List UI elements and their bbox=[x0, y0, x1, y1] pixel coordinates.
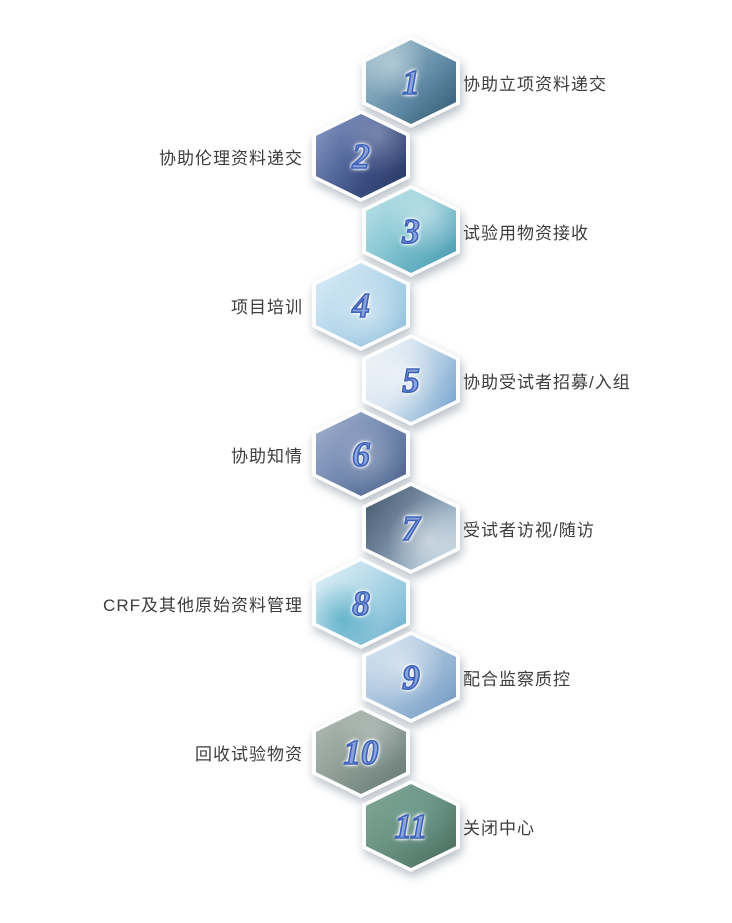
step-label: 受试者访视/随访 bbox=[463, 520, 595, 540]
step-hexagon: 6 bbox=[312, 408, 410, 500]
step-number: 6 bbox=[351, 434, 370, 474]
step-label-banner: 协助立项资料递交 bbox=[450, 62, 641, 102]
step-label-banner: 关闭中心 bbox=[450, 806, 569, 846]
step-label-banner: 配合监察质控 bbox=[450, 657, 605, 697]
step-number: 5 bbox=[401, 360, 420, 400]
step-hexagon: 11 bbox=[362, 780, 460, 872]
step-label: 试验用物资接收 bbox=[463, 223, 589, 243]
step-label: 回收试验物资 bbox=[195, 744, 303, 764]
step-label-banner: 协助受试者招募/入组 bbox=[450, 360, 665, 400]
step-hexagon: 4 bbox=[312, 259, 410, 351]
step-number: 10 bbox=[343, 732, 380, 772]
step-image: 11 bbox=[366, 784, 456, 868]
step-label: 项目培训 bbox=[231, 297, 303, 317]
step-label: 配合监察质控 bbox=[463, 669, 571, 689]
step-label: 协助受试者招募/入组 bbox=[463, 372, 631, 392]
step-hexagon: 2 bbox=[312, 110, 410, 202]
hexagon-border: 11 bbox=[362, 780, 460, 872]
step-hexagon: 9 bbox=[362, 631, 460, 723]
step-label: 协助知情 bbox=[231, 446, 303, 466]
step-label-banner: CRF及其他原始资料管理 bbox=[69, 583, 316, 623]
step-label-banner: 项目培训 bbox=[197, 285, 316, 325]
step-hexagon: 10 bbox=[312, 706, 410, 798]
step-number: 2 bbox=[351, 136, 370, 176]
step-hexagon: 1 bbox=[362, 36, 460, 128]
step-hexagon: 5 bbox=[362, 334, 460, 426]
step-label-banner: 试验用物资接收 bbox=[450, 211, 623, 251]
step-label: 协助伦理资料递交 bbox=[159, 148, 303, 168]
step-label-banner: 协助伦理资料递交 bbox=[125, 136, 316, 176]
step-label-banner: 协助知情 bbox=[197, 434, 316, 474]
step-label: 关闭中心 bbox=[463, 818, 535, 838]
step-label: 协助立项资料递交 bbox=[463, 74, 607, 94]
step-number: 4 bbox=[351, 285, 370, 325]
step-hexagon: 3 bbox=[362, 185, 460, 277]
step-label-banner: 回收试验物资 bbox=[161, 732, 316, 772]
step-label: CRF及其他原始资料管理 bbox=[103, 595, 303, 615]
step-number: 11 bbox=[394, 806, 429, 846]
step-number: 3 bbox=[401, 211, 420, 251]
step-number: 7 bbox=[401, 508, 420, 548]
step-hexagon: 7 bbox=[362, 482, 460, 574]
step-number: 1 bbox=[401, 62, 420, 102]
step-number: 8 bbox=[351, 583, 370, 623]
step-hexagon: 8 bbox=[312, 557, 410, 649]
step-number: 9 bbox=[401, 657, 420, 697]
step-label-banner: 受试者访视/随访 bbox=[450, 508, 629, 548]
